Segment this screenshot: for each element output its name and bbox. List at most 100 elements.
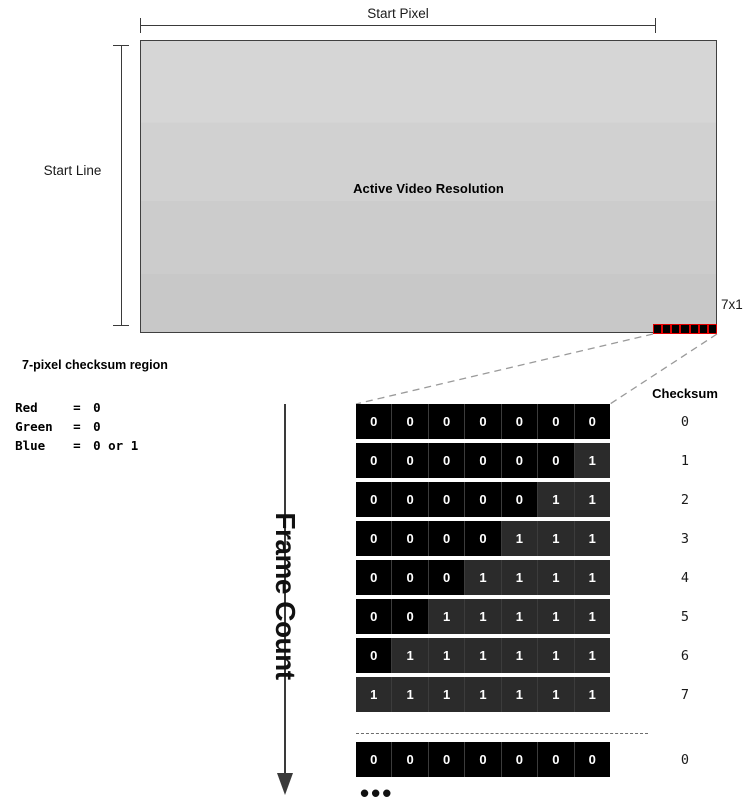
- bit-cell: 1: [538, 560, 575, 595]
- bit-cell: 1: [501, 521, 539, 556]
- legend-title: 7-pixel checksum region: [22, 358, 168, 372]
- bit-cell: 0: [574, 404, 610, 439]
- legend-eq-red: =: [73, 400, 81, 415]
- legend-row-red: Red = 0: [0, 385, 101, 415]
- bit-cell: 1: [538, 677, 575, 712]
- bit-cell: 1: [428, 638, 466, 673]
- bit-cell: 1: [428, 599, 466, 634]
- legend-eq-blue: =: [73, 438, 81, 453]
- legend-value-blue: 0 or 1: [93, 438, 139, 453]
- frame-count-arrow-line: [284, 404, 286, 776]
- start-line-dimension-line: [121, 45, 123, 326]
- bit-cell: 0: [465, 443, 502, 478]
- legend-channel-blue: Blue: [15, 438, 46, 453]
- bit-cell: 1: [465, 599, 502, 634]
- start-pixel-tick-right: [655, 18, 657, 33]
- bit-cell: 0: [392, 742, 429, 777]
- bit-cell: 1: [574, 482, 610, 517]
- bit-cell: 1: [538, 482, 575, 517]
- bit-cell: 1: [501, 599, 539, 634]
- bit-cell: 0: [465, 521, 502, 556]
- checksum-region-pixel: [662, 324, 672, 334]
- bit-cell: 1: [392, 638, 429, 673]
- bit-cell: 1: [501, 560, 539, 595]
- start-pixel-dimension-label: Start Pixel: [367, 6, 429, 21]
- bit-cell: 0: [428, 443, 466, 478]
- checksum-value: 4: [680, 569, 690, 586]
- bit-cell: 0: [392, 560, 429, 595]
- checksum-column-header: Checksum: [652, 386, 718, 401]
- bit-cell: 0: [501, 404, 539, 439]
- bit-cell: 0: [392, 599, 429, 634]
- bit-cell: 0: [356, 560, 393, 595]
- frame-count-arrow-head-icon: [277, 773, 293, 795]
- bit-cell: 0: [538, 404, 575, 439]
- bit-cell: 1: [501, 677, 539, 712]
- bit-cell: 1: [465, 677, 502, 712]
- checksum-region-pixel: [671, 324, 681, 334]
- bit-cell: 1: [356, 677, 393, 712]
- frame-wrap-separator: [356, 733, 648, 734]
- bit-cell: 0: [501, 443, 539, 478]
- bit-cell: 0: [356, 521, 393, 556]
- checksum-pixel-region: [653, 324, 717, 334]
- bit-cell: 0: [392, 404, 429, 439]
- bit-cell: 1: [574, 443, 610, 478]
- checksum-region-pixel: [689, 324, 699, 334]
- checksum-value: 2: [680, 491, 690, 508]
- bit-cell: 0: [392, 482, 429, 517]
- bit-cell: 0: [392, 521, 429, 556]
- legend-row-blue: Blue = 0 or 1: [0, 423, 138, 453]
- bit-cell: 0: [356, 404, 393, 439]
- bit-cell: 1: [538, 521, 575, 556]
- bit-cell: 0: [428, 521, 466, 556]
- bit-cell: 1: [574, 560, 610, 595]
- bit-cell: 0: [501, 742, 539, 777]
- checksum-region-pixel: [680, 324, 690, 334]
- bit-cell: 0: [428, 560, 466, 595]
- legend-eq-green: =: [73, 419, 81, 434]
- bit-cell: 1: [574, 521, 610, 556]
- bit-cell: 1: [465, 560, 502, 595]
- legend-value-red: 0: [93, 400, 101, 415]
- bit-cell: 1: [574, 638, 610, 673]
- checksum-value: 6: [680, 647, 690, 664]
- legend-channel-green: Green: [15, 419, 53, 434]
- checksum-value-wrap: 0: [680, 751, 690, 768]
- bit-cell: 0: [465, 742, 502, 777]
- active-video-resolution-label: Active Video Resolution: [353, 181, 504, 196]
- bit-cell: 0: [356, 742, 393, 777]
- bit-cell: 1: [392, 677, 429, 712]
- bit-cell: 0: [501, 482, 539, 517]
- legend-channel-red: Red: [15, 400, 38, 415]
- bit-cell: 0: [356, 599, 393, 634]
- bit-cell: 0: [428, 742, 466, 777]
- checksum-value: 5: [680, 608, 690, 625]
- bit-cell: 0: [356, 443, 393, 478]
- bit-cell: 0: [574, 742, 610, 777]
- bit-cell: 0: [538, 443, 575, 478]
- bit-cell: 0: [465, 404, 502, 439]
- bit-cell: 0: [428, 404, 466, 439]
- frame-count-label: Frame Count: [270, 512, 301, 680]
- active-video-frame: Active Video Resolution: [140, 40, 717, 333]
- checksum-region-pixel: [698, 324, 708, 334]
- bit-cell: 1: [501, 638, 539, 673]
- legend-row-green: Green=0: [0, 404, 101, 434]
- start-line-dimension-label: Start Line: [43, 163, 102, 178]
- start-pixel-dimension-line: [140, 25, 656, 27]
- bit-cell: 0: [392, 443, 429, 478]
- bit-cell: 1: [538, 599, 575, 634]
- bit-cell: 0: [356, 482, 393, 517]
